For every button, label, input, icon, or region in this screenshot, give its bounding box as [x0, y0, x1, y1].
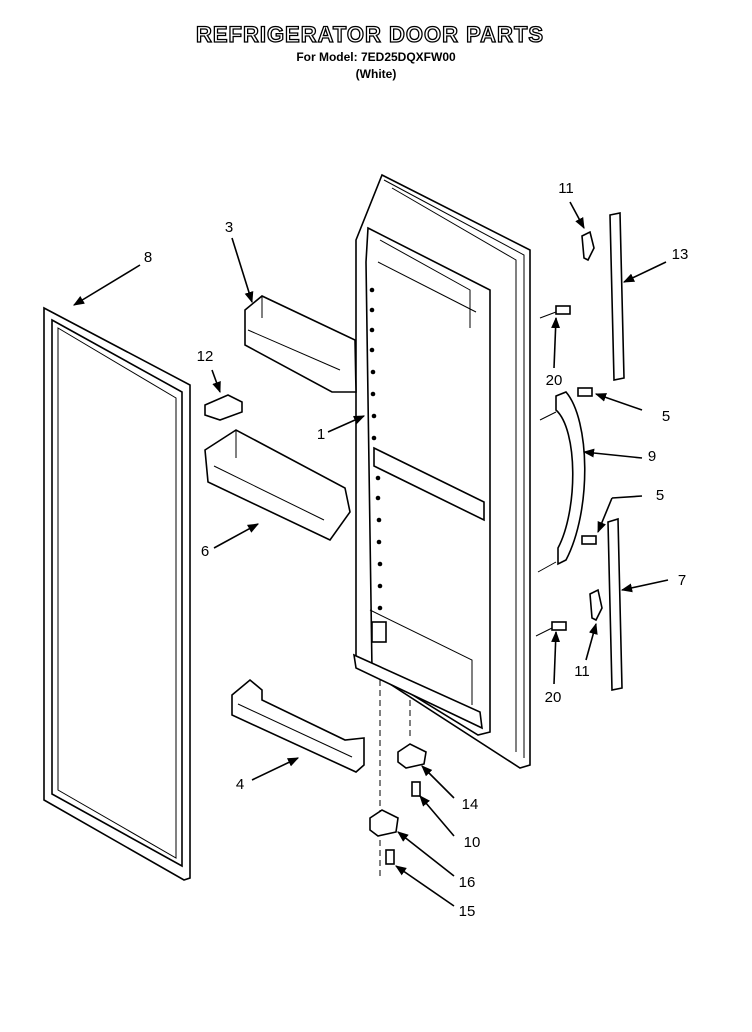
callout-10: 10: [464, 834, 481, 851]
color-variant: (White): [355, 67, 397, 81]
callout-14: 14: [462, 796, 479, 813]
lower-trim-part: [607, 517, 623, 691]
callout-5-top: 5: [662, 408, 670, 425]
door-liner-part: [352, 173, 531, 769]
model-subtitle: For Model: 7ED25DQXFW00: [296, 50, 456, 64]
callout-13: 13: [672, 246, 689, 263]
door-handle-part: [555, 391, 586, 566]
callout-8: 8: [144, 249, 152, 266]
page-title: REFRIGERATOR DOOR PARTS: [195, 21, 545, 47]
leader-lines: [73, 201, 669, 907]
callout-16: 16: [459, 874, 476, 891]
callout-12: 12: [197, 348, 214, 365]
callout-9: 9: [648, 448, 656, 465]
callout-3: 3: [225, 219, 233, 236]
callout-5-bottom: 5: [656, 487, 664, 504]
door-bin-part: [204, 429, 351, 542]
callout-7: 7: [678, 572, 686, 589]
screw-part: [551, 305, 597, 631]
callout-11-bottom: 11: [574, 663, 590, 680]
door-gasket-part: [43, 306, 191, 881]
callout-20-top: 20: [546, 372, 563, 389]
bracket-part: [204, 394, 243, 421]
callout-6: 6: [201, 543, 209, 560]
callout-11-top: 11: [558, 180, 574, 197]
callout-4: 4: [236, 776, 244, 793]
upper-trim-part: [609, 212, 625, 381]
callout-15: 15: [459, 903, 476, 920]
callout-20-bottom: 20: [545, 689, 562, 706]
lower-bin-part: [231, 678, 365, 773]
trim-clip-part: [581, 230, 603, 622]
hinge-parts: [369, 680, 427, 880]
dairy-door-part: [244, 295, 357, 393]
callout-1: 1: [317, 426, 325, 443]
